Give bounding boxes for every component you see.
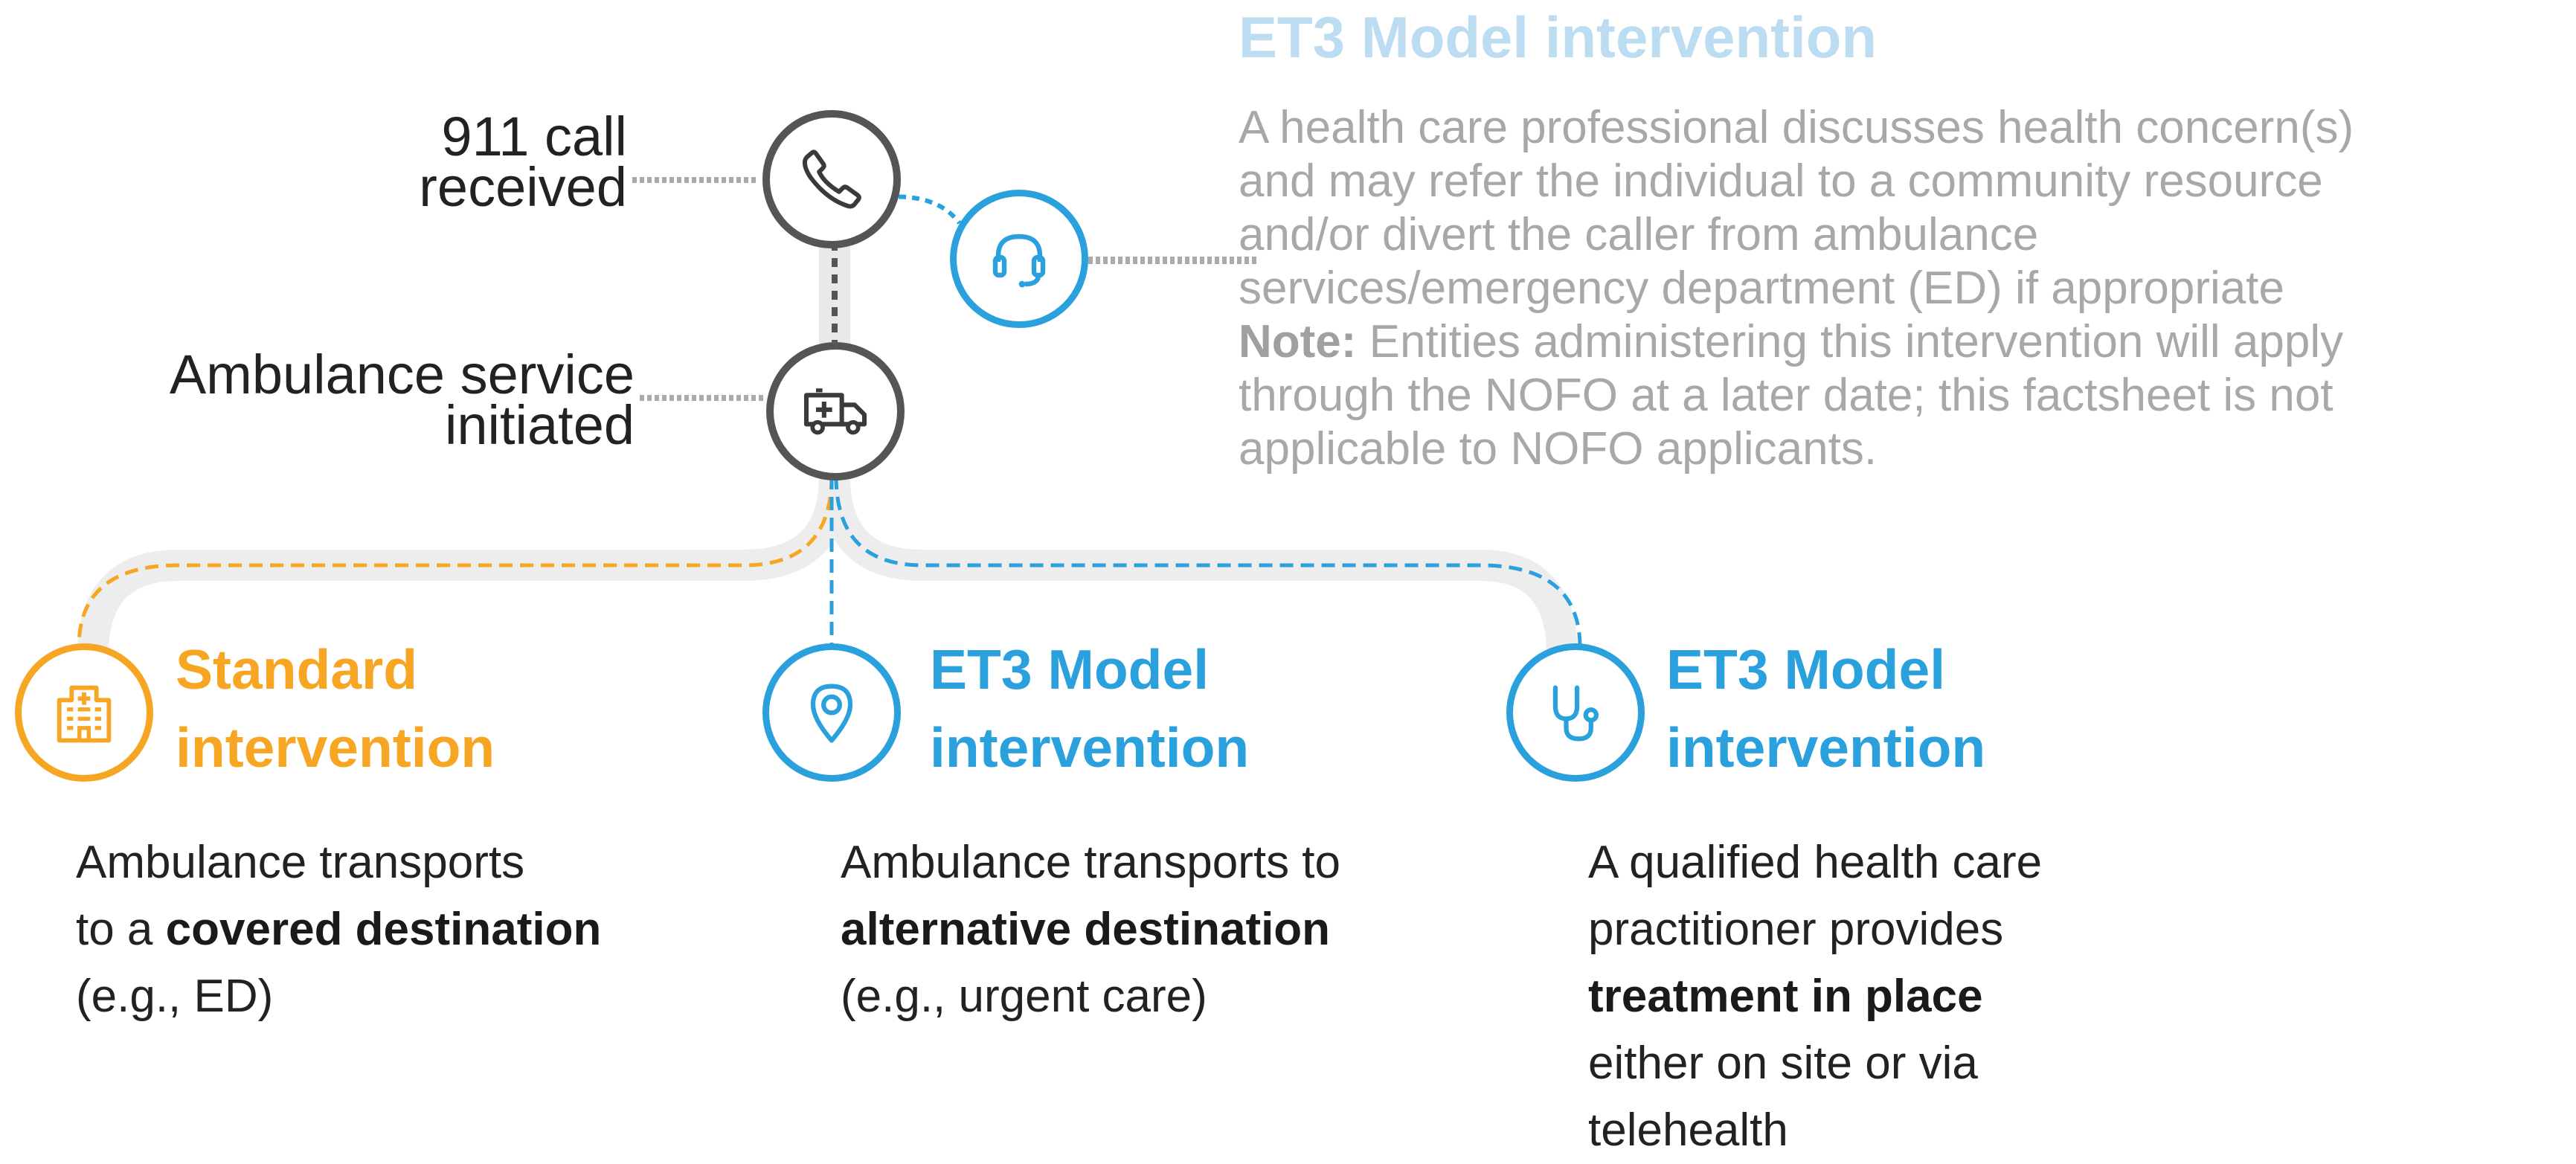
standard-description-line: (e.g., ED) <box>76 971 274 1022</box>
dispatch-node <box>950 190 1088 328</box>
location-pin-icon <box>810 684 853 743</box>
alternative-node <box>762 643 901 782</box>
dispatch-panel-title: ET3 Model intervention <box>1239 4 1878 70</box>
standard-description-text: to a <box>76 904 166 955</box>
standard-description-line: to a covered destination <box>76 896 601 963</box>
call-received-line-1: 911 call <box>441 106 627 167</box>
dispatch-panel-line: applicable to NOFO applicants. <box>1239 423 1878 475</box>
treatment-title-line-1: ET3 Model <box>1666 638 1946 701</box>
treatment-description-line: either on site or via <box>1588 1038 1978 1089</box>
dispatch-panel-note: Note: Entities administering this interv… <box>1239 315 2354 369</box>
dispatch-panel-line: and/or divert the caller from ambulance <box>1239 209 2039 260</box>
treatment-title: ET3 Model intervention <box>1666 631 1985 787</box>
treatment-node <box>1506 643 1645 782</box>
treatment-title-line-2: intervention <box>1666 716 1986 779</box>
dispatch-panel-body: A health care professional discusses hea… <box>1239 101 2354 476</box>
treatment-path <box>834 475 1582 648</box>
ambulance-icon <box>803 388 867 435</box>
hospital-icon <box>57 685 112 743</box>
dispatch-panel-line: and may refer the individual to a commun… <box>1239 155 2323 207</box>
treatment-description: A qualified health care practitioner pro… <box>1588 829 2042 1164</box>
alternative-description-line: alternative destination <box>841 896 1340 963</box>
standard-description: Ambulance transports to a covered destin… <box>76 829 601 1030</box>
dispatch-panel-line: A health care professional discusses hea… <box>1239 102 2354 153</box>
alternative-description-line: Ambulance transports to <box>841 837 1341 888</box>
dispatch-panel-line: through the NOFO at a later date; this f… <box>1239 370 2334 421</box>
standard-node <box>15 643 153 782</box>
standard-path <box>77 475 834 648</box>
treatment-description-line: practitioner provides <box>1588 904 2004 955</box>
ambulance-initiated-line-1: Ambulance service <box>169 344 635 405</box>
call-to-dispatch-line <box>884 194 962 225</box>
alternative-title-line-1: ET3 Model <box>930 638 1210 701</box>
alternative-description: Ambulance transports to alternative dest… <box>841 829 1340 1030</box>
stethoscope-icon <box>1552 685 1599 742</box>
standard-title-line-2: intervention <box>176 716 495 779</box>
headset-icon <box>992 234 1046 288</box>
standard-description-line: Ambulance transports <box>76 837 525 888</box>
standard-title-line-1: Standard <box>176 638 418 701</box>
alternative-description-bold: alternative destination <box>841 904 1331 955</box>
treatment-description-line: telehealth <box>1588 1104 1788 1156</box>
phone-icon <box>802 149 861 209</box>
treatment-description-bold: treatment in place <box>1588 971 1983 1022</box>
alternative-title: ET3 Model intervention <box>930 631 1249 787</box>
treatment-description-line: treatment in place <box>1588 963 2042 1030</box>
call-received-label: 911 call received <box>419 106 627 218</box>
standard-description-bold: covered destination <box>165 904 602 955</box>
treatment-description-line: A qualified health care <box>1588 837 2043 888</box>
alternative-description-line: (e.g., urgent care) <box>841 971 1207 1022</box>
alternative-title-line-2: intervention <box>930 716 1250 779</box>
ambulance-initiated-line-2: initiated <box>444 394 635 456</box>
ambulance-node <box>766 342 905 480</box>
call-node <box>762 110 901 248</box>
ambulance-initiated-label: Ambulance service initiated <box>169 344 635 456</box>
note-text: Entities administering this intervention… <box>1356 316 2344 367</box>
call-received-line-2: received <box>419 156 627 218</box>
standard-title: Standard intervention <box>176 631 495 787</box>
note-label: Note: <box>1239 316 1357 367</box>
dispatch-panel-line: services/emergency department (ED) if ap… <box>1239 263 2284 314</box>
